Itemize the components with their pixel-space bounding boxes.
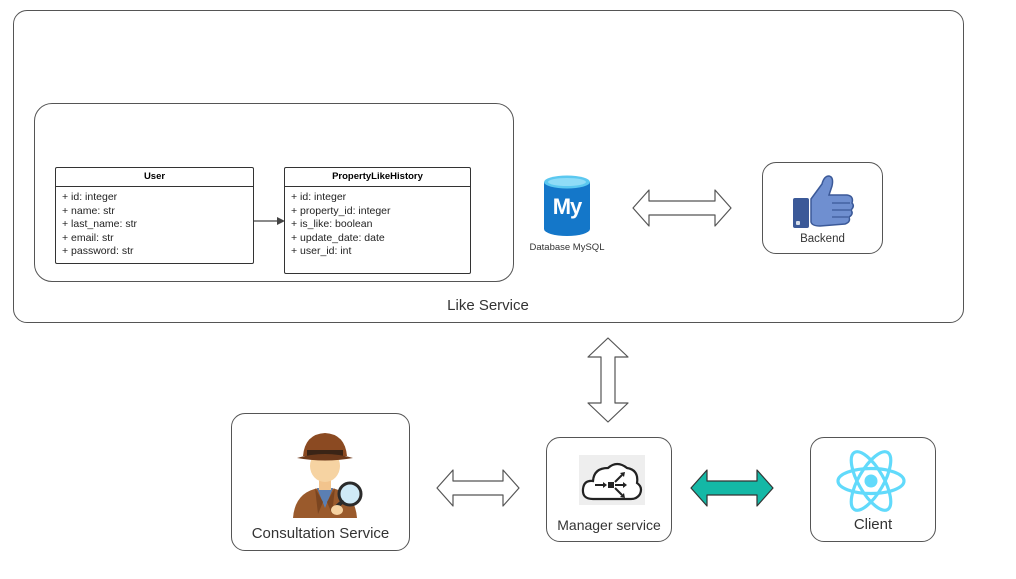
like-service-label: Like Service (447, 297, 529, 314)
manager-client-arrow (690, 469, 774, 507)
backend-label: Backend (800, 233, 845, 245)
consultation-service-label: Consultation Service (251, 525, 390, 542)
property-like-history-class: PropertyLikeHistory + id: integer + prop… (284, 167, 471, 274)
client-label: Client (853, 516, 893, 533)
mysql-logo-text: My (552, 194, 583, 219)
history-field: + id: integer (291, 191, 347, 203)
user-class-fields: + id: integer + name: str + last_name: s… (56, 187, 253, 263)
history-field: + is_like: boolean (291, 218, 373, 230)
history-field: + update_date: date (291, 231, 385, 244)
history-field: + property_id: integer (291, 204, 391, 217)
manager-service-label: Manager service (557, 517, 661, 533)
db-backend-arrow (632, 189, 732, 227)
consultation-manager-arrow (436, 469, 520, 507)
database-label: Database MySQL (529, 242, 605, 253)
user-class-title: User (56, 168, 253, 187)
cloud-routing-icon (579, 455, 645, 505)
user-field: + id: integer (62, 191, 118, 203)
property-like-history-title: PropertyLikeHistory (285, 168, 470, 187)
detective-icon (293, 433, 363, 518)
property-like-history-fields: + id: integer + property_id: integer + i… (285, 187, 470, 263)
like-manager-arrow (587, 337, 629, 423)
client-node (810, 437, 936, 542)
react-icon (836, 450, 906, 512)
user-field: + last_name: str (62, 218, 137, 230)
relation-arrow (254, 217, 285, 225)
mysql-database-icon (544, 175, 590, 236)
user-field: + password: str (62, 245, 134, 257)
history-field: + user_id: int (291, 245, 352, 257)
user-field: + email: str (62, 231, 114, 244)
user-field: + name: str (62, 204, 115, 217)
thumbs-up-icon (793, 175, 855, 228)
user-class: User + id: integer + name: str + last_na… (55, 167, 254, 264)
